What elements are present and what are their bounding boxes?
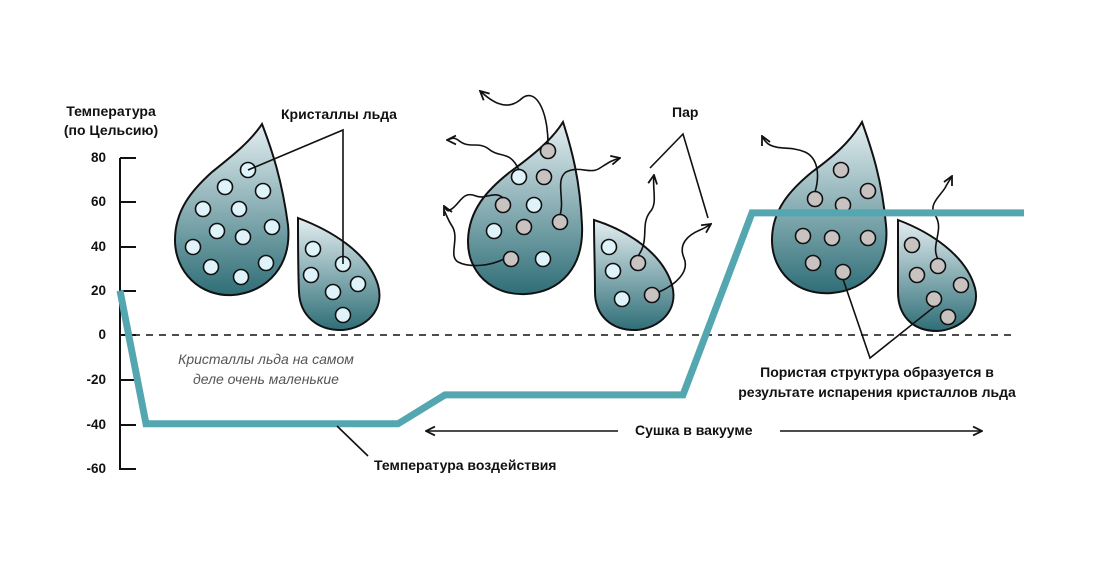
y-tick-label: -60 <box>86 461 106 476</box>
ice-crystals-label: Кристаллы льда <box>281 106 397 122</box>
drop-small-ice <box>296 216 381 332</box>
vapor-pointer <box>649 132 709 219</box>
vacuum-drying-label: Сушка в вакууме <box>635 422 753 438</box>
porous-structure-line1: Пористая структура образуется в <box>760 364 994 380</box>
vapor-arrows-group2 <box>444 91 711 293</box>
vapor-arrows-group3 <box>762 136 952 260</box>
ice-size-note-line2: деле очень маленькие <box>193 371 339 387</box>
y-axis-title: Температура (по Цельсию) <box>46 102 176 140</box>
y-axis-title-line2: (по Цельсию) <box>63 122 159 138</box>
drop-large-sublimating <box>466 119 584 296</box>
y-tick-label: 0 <box>98 327 106 342</box>
y-tick-label: 40 <box>90 239 106 254</box>
drop-small-porous <box>897 218 978 333</box>
ice-crystals-pointer <box>247 128 344 264</box>
drop-large-porous <box>770 119 888 295</box>
y-axis-title-line1: Температура <box>66 103 156 119</box>
vapor-label: Пар <box>672 104 699 120</box>
ice-size-note-line1: Кристаллы льда на самом <box>178 351 354 367</box>
y-tick-label: 60 <box>90 194 106 209</box>
drop-small-sublimating <box>592 218 675 332</box>
temperature-curve <box>116 209 1024 428</box>
y-tick-label: 20 <box>90 283 106 298</box>
y-tick-label: 80 <box>90 150 106 165</box>
y-tick-label: -40 <box>86 417 106 432</box>
drop-large-ice <box>173 121 290 297</box>
ice-size-note: Кристаллы льда на самом деле очень мален… <box>150 349 382 389</box>
porous-pointer <box>842 278 935 360</box>
y-tick-label: -20 <box>86 372 106 387</box>
exposure-temp-pointer <box>336 425 369 457</box>
exposure-temperature-label: Температура воздействия <box>374 457 557 473</box>
porous-structure-line2: результате испарения кристаллов льда <box>738 384 1016 400</box>
porous-structure-label: Пористая структура образуется в результа… <box>712 362 1042 402</box>
